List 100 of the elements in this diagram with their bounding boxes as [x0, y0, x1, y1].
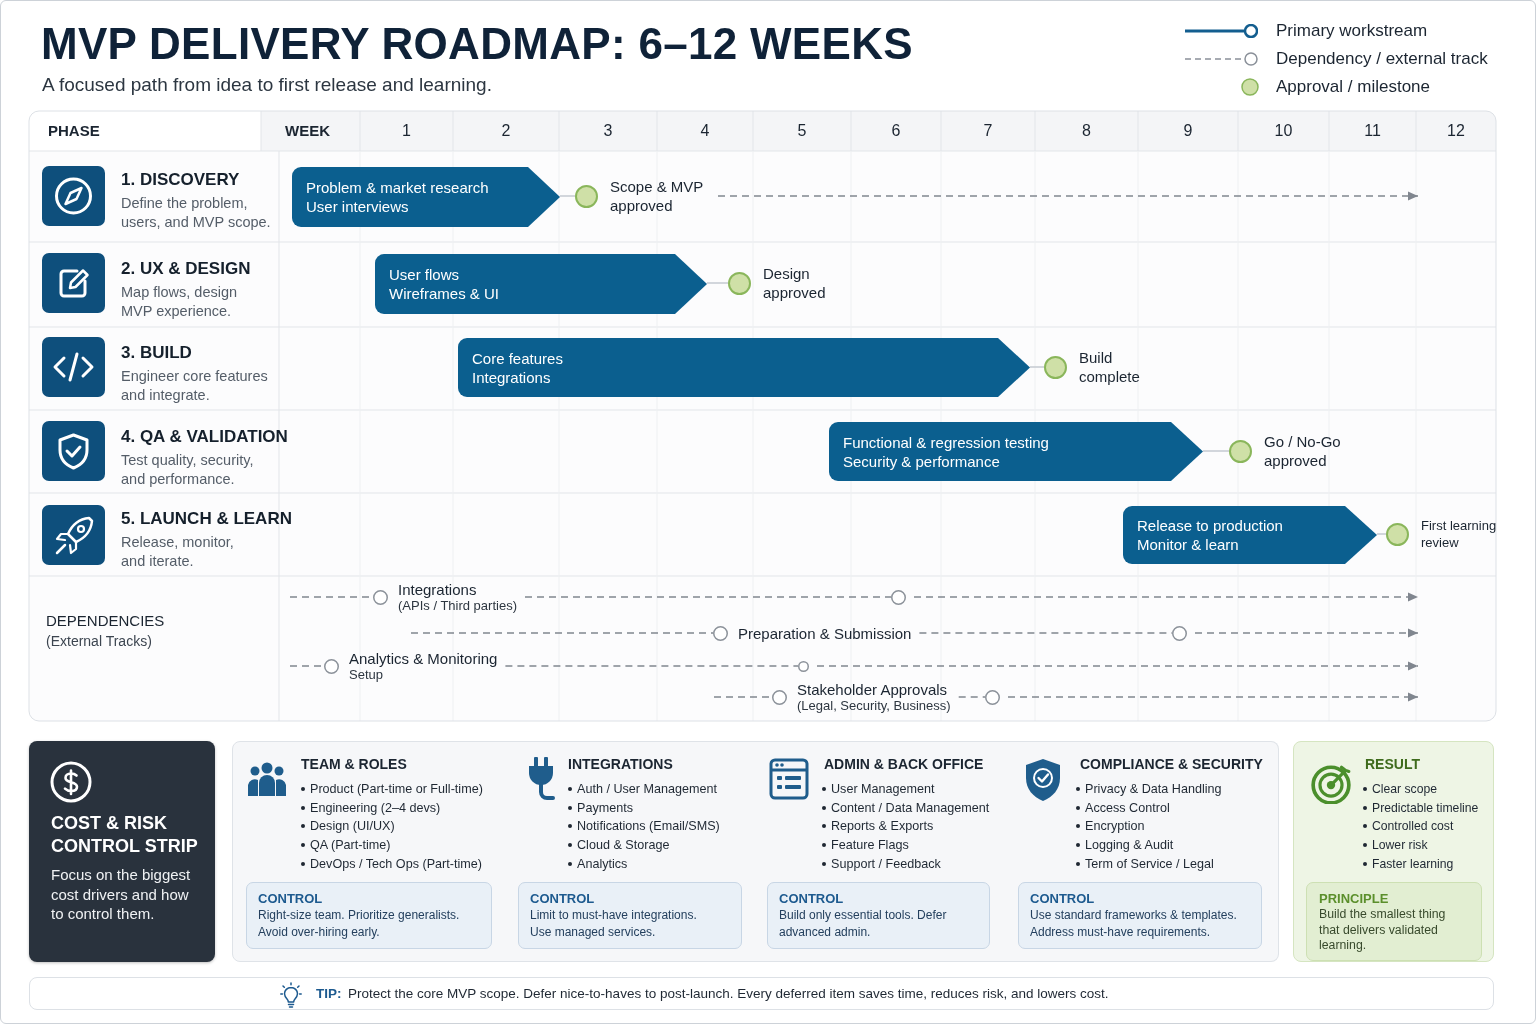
list-item: Reports & Exports	[831, 818, 934, 835]
section-note: (External Tracks)	[46, 632, 152, 650]
track-label: Stakeholder Approvals	[797, 680, 949, 698]
phase-bar	[1123, 506, 1377, 564]
note-text: Build the smallest thing that delivers validated learning.	[1319, 907, 1447, 954]
tip-bar	[29, 977, 1494, 1010]
week-number: 7	[982, 122, 994, 140]
week-number: 5	[796, 122, 808, 140]
list-item: Logging & Audit	[1085, 837, 1174, 854]
list-item: Product (Part-time or Full-time)	[310, 781, 483, 798]
note-text: Build only essential tools. Defer advanced admin.	[779, 907, 947, 940]
phase-description: Engineer core features and integrate.	[121, 367, 269, 405]
bar-text: Monitor & learn	[1137, 535, 1239, 554]
list-item: Content / Data Management	[831, 799, 990, 816]
title: MVP DELIVERY ROADMAP: 6–12 WEEKS	[41, 18, 913, 70]
list-item: Access Control	[1085, 799, 1170, 816]
list-item: Faster learning	[1372, 855, 1454, 872]
connector-line	[1029, 366, 1045, 368]
result-panel	[1293, 741, 1494, 962]
connector-line	[559, 195, 576, 197]
week-number: 9	[1182, 122, 1194, 140]
panel-text: Focus on the biggest cost drivers and how to control them.	[51, 865, 192, 924]
bar-text: Wireframes & UI	[389, 284, 499, 303]
milestone-label: Build complete	[1079, 348, 1141, 386]
tip-text: Protect the core MVP scope. Defer nice-to-haves to post-launch. Every deferred item saves time, reduces risk, and lowers cost.	[348, 986, 1109, 1002]
phase-bar	[458, 338, 1030, 397]
phase-title: 3. BUILD	[121, 343, 192, 363]
section-heading: COMPLIANCE & SECURITY	[1080, 756, 1263, 773]
track-label: Preparation & Submission	[738, 624, 912, 642]
bar-text: User interviews	[306, 197, 409, 216]
note-heading: CONTROL	[1030, 890, 1096, 907]
connector-line	[1376, 533, 1387, 535]
panel-heading: COST & RISK CONTROL STRIP	[51, 812, 199, 858]
note-heading: PRINCIPLE	[1319, 890, 1390, 907]
column-header: PHASE	[48, 122, 100, 140]
list-item: Predictable timeline	[1372, 799, 1479, 816]
dashed-line	[410, 632, 714, 634]
bar-text: User flows	[389, 265, 459, 284]
phase-bar	[292, 167, 560, 227]
dashed-line	[957, 696, 986, 698]
legend-text: Approval / milestone	[1276, 77, 1431, 97]
phase-description: Define the problem, users, and MVP scope.	[121, 194, 272, 232]
list-item: Engineering (2–4 devs)	[310, 799, 441, 816]
phase-bar	[375, 254, 707, 314]
note-text: Right-size team. Prioritize generalists. Avoid over-hiring early.	[258, 907, 461, 940]
list-item: Payments	[577, 799, 633, 816]
note-heading: CONTROL	[530, 890, 596, 907]
week-number: 2	[500, 122, 512, 140]
phase-title: 4. QA & VALIDATION	[121, 427, 288, 447]
section-heading: ADMIN & BACK OFFICE	[824, 756, 984, 773]
milestone-label: Go / No-Go approved	[1264, 432, 1342, 470]
tip-label: TIP:	[316, 986, 342, 1002]
category-panel	[232, 741, 509, 962]
dashed-arrow	[816, 661, 1419, 671]
dashed-arrow	[717, 191, 1419, 201]
summary-panel	[29, 741, 215, 962]
list-item: Design (UI/UX)	[310, 818, 395, 835]
list-item: Privacy & Data Handling	[1085, 781, 1222, 798]
week-number: 1	[401, 122, 412, 140]
week-number: 11	[1363, 122, 1382, 140]
dashed-line	[504, 665, 799, 667]
milestone-label: First learning review	[1421, 517, 1498, 551]
week-number: 3	[602, 122, 614, 140]
note-text: Use standard frameworks & templates. Address must-have requirements.	[1030, 907, 1238, 940]
section-heading: RESULT	[1365, 756, 1420, 773]
list-item: Controlled cost	[1372, 818, 1454, 835]
note-heading: CONTROL	[258, 890, 324, 907]
week-number: 6	[890, 122, 902, 140]
bar-text: Problem & market research	[306, 178, 489, 197]
track-label: (APIs / Third parties)	[398, 597, 517, 614]
column-header: WEEK	[285, 122, 330, 140]
milestone-label: Scope & MVP approved	[610, 177, 705, 215]
dashed-arrow	[913, 592, 1419, 602]
list-item: Term of Service / Legal	[1085, 855, 1214, 872]
list-item: Support / Feedback	[831, 855, 941, 872]
list-item: Cloud & Storage	[577, 837, 670, 854]
phase-description: Test quality, security, and performance.	[121, 451, 255, 489]
phase-description: Map flows, design MVP experience.	[121, 283, 239, 321]
phase-bar	[829, 422, 1203, 481]
phase-title: 5. LAUNCH & LEARN	[121, 509, 292, 529]
week-number: 12	[1446, 122, 1466, 140]
subtitle: A focused path from idea to first release and learning.	[42, 73, 492, 97]
list-item: Auth / User Management	[577, 781, 717, 798]
list-item: Notifications (Email/SMS)	[577, 818, 720, 835]
list-item: DevOps / Tech Ops (Part-time)	[310, 855, 482, 872]
track-label: Integrations	[398, 580, 478, 598]
section-heading: TEAM & ROLES	[301, 756, 407, 773]
list-item: Encryption	[1085, 818, 1145, 835]
note-text: Limit to must-have integrations. Use managed services.	[530, 907, 698, 940]
list-item: Lower risk	[1372, 837, 1428, 854]
week-number: 4	[699, 122, 711, 140]
track-label: Setup	[349, 666, 383, 683]
bar-text: Integrations	[472, 367, 551, 387]
section-label: DEPENDENCIES	[46, 611, 165, 631]
control-note	[767, 882, 990, 949]
phase-title: 1. DISCOVERY	[121, 170, 240, 190]
bar-text: Security & performance	[843, 451, 1000, 471]
principle-note	[1306, 882, 1482, 961]
dashed-arrow	[1007, 692, 1419, 702]
connector-line	[1202, 450, 1230, 452]
